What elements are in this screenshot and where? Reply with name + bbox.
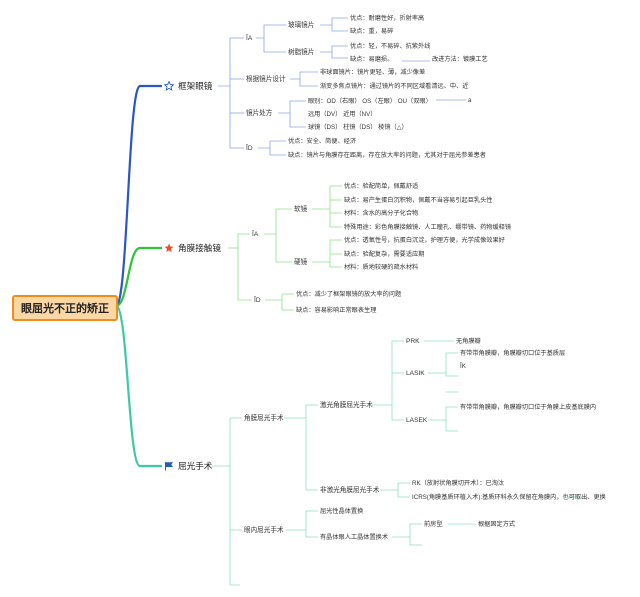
soft-lens-pro[interactable]: 优点：验配简单，佩戴舒适 (344, 183, 419, 190)
clear-lens-exchange[interactable]: 屈光性晶体置换 (320, 508, 364, 515)
rx-eye[interactable]: 眼别：OD（右眼） OS（左眼） OU（双眼） (308, 98, 432, 105)
star-outline-icon (164, 81, 174, 91)
contact-connectors (228, 185, 342, 311)
glass-lens-node[interactable]: 玻璃镜片 (288, 22, 315, 29)
anterior-chamber-node[interactable]: 前房型 (424, 521, 443, 528)
intraocular-surgery-node[interactable]: 眼内屈光手术 (244, 527, 284, 534)
resin-lens-fix[interactable]: 改进方法：镀膜工艺 (432, 56, 488, 63)
lasik-detail-2[interactable]: ÎK (460, 363, 466, 370)
phakic-iol-node[interactable]: 有晶体眼人工晶体置换术 (320, 534, 389, 541)
frame-pro[interactable]: 优点：安全、简便、经济 (288, 138, 357, 145)
lens-design-node[interactable]: 根据镜片设计 (246, 76, 286, 83)
frame-con[interactable]: 缺点：镜片与角膜存在距离，存在放大率的问题，尤其对于屈光参差患者 (288, 152, 486, 159)
prk-detail[interactable]: 无角膜瓣 (456, 338, 481, 345)
topic-frame-label: 框架眼镜 (178, 81, 213, 91)
resin-lens-node[interactable]: 树脂镜片 (288, 49, 315, 56)
rk-detail[interactable]: RK（放射状角膜切开术）：已淘汰 (412, 480, 505, 487)
soft-lens-special[interactable]: 特殊用途：彩色角膜接触镜、人工瞳孔、绷带镜、药物缓释镜 (344, 224, 512, 231)
contact-id-node[interactable]: ÎD (254, 297, 261, 304)
prk-node[interactable]: PRK (406, 338, 420, 345)
prescription-node[interactable]: 镜片处方 (246, 110, 273, 117)
branch-frame-connector (114, 84, 162, 308)
lasik-node[interactable]: LASIK (406, 370, 425, 377)
hard-lens-con[interactable]: 缺点：验配复杂，需要适应期 (344, 251, 425, 258)
contact-con[interactable]: 缺点：容易影响正常眼表生理 (296, 307, 377, 314)
lasek-node[interactable]: LASEK (406, 417, 428, 424)
glass-lens-pro[interactable]: 优点：耐磨性好，折射率高 (350, 15, 425, 22)
aspheric-lens[interactable]: 非球面镜片：镜片更轻、薄，减少像差 (320, 69, 426, 76)
rx-eye-tail[interactable]: a (468, 97, 472, 104)
topic-surgery-label: 屈光手术 (178, 461, 213, 471)
branch-contact-connector (115, 246, 162, 308)
contact-types-node[interactable]: ÎA (252, 231, 259, 238)
topic-frame-glasses[interactable]: 框架眼镜 (164, 80, 212, 92)
glass-lens-con[interactable]: 缺点：重，易碎 (350, 28, 394, 35)
topic-refractive-surgery[interactable]: 屈光手术 (164, 460, 212, 472)
frame-id-node[interactable]: ÎD (246, 145, 253, 152)
fixation-method[interactable]: 根据固定方式 (478, 521, 516, 528)
root-topic[interactable]: 眼屈光不正的矫正 (12, 295, 118, 321)
surgery-connectors (212, 340, 582, 586)
hard-lens-pro[interactable]: 优点：透氧性号，抗蛋白沉淀，护理方便，光学成像效果好 (344, 237, 505, 244)
lasek-detail[interactable]: 有带带角膜瓣，角膜瓣切口位于角膜上皮基底膜内 (460, 404, 597, 411)
resin-lens-pro[interactable]: 优点：轻，不易碎、抗紫外线 (350, 43, 431, 50)
soft-lens-con[interactable]: 缺点：易产生蛋白沉积物，佩戴不当容易引起巨乳头性 (344, 197, 493, 204)
topic-contact-label: 角膜接触镜 (178, 243, 221, 253)
branch-surgery-connector (114, 304, 162, 468)
contact-pro[interactable]: 优点：减少了框架眼镜的放大率的问题 (296, 291, 402, 298)
star-filled-icon (164, 243, 174, 253)
flag-icon (164, 461, 174, 471)
frame-connectors (218, 17, 466, 156)
laser-surgery-node[interactable]: 激光角膜屈光手术 (320, 402, 373, 409)
hard-lens-node[interactable]: 硬镜 (294, 259, 308, 266)
soft-lens-node[interactable]: 软镜 (294, 206, 308, 213)
hard-lens-material[interactable]: 材料：质地较硬的疏水材料 (344, 264, 419, 271)
nonlaser-surgery-node[interactable]: 非激光角膜屈光手术 (320, 487, 380, 494)
resin-lens-con[interactable]: 缺点：易磨损。 (350, 56, 394, 63)
soft-lens-material[interactable]: 材料：含水的高分子化合物 (344, 210, 419, 217)
frame-types-node[interactable]: ÎA (246, 35, 253, 42)
rx-distance[interactable]: 远用（DV） 近用（NV） (308, 111, 377, 118)
progressive-lens[interactable]: 渐变多焦点镜片：通过镜片的不同区域看清远、中、近 (320, 83, 469, 90)
topic-contact-lens[interactable]: 角膜接触镜 (164, 242, 221, 254)
lasik-detail[interactable]: 有带带角膜瓣，角膜瓣切口位于基质层 (460, 350, 566, 357)
icrs-detail[interactable]: ICRS(角膜基质环植入术):基质环科永久保留在角膜内，也可取出、更换 (412, 494, 606, 501)
corneal-surgery-node[interactable]: 角膜屈光手术 (244, 415, 284, 422)
rx-lens-type[interactable]: 球镜（DS） 柱镜（DS） 棱镜（△） (308, 124, 408, 131)
